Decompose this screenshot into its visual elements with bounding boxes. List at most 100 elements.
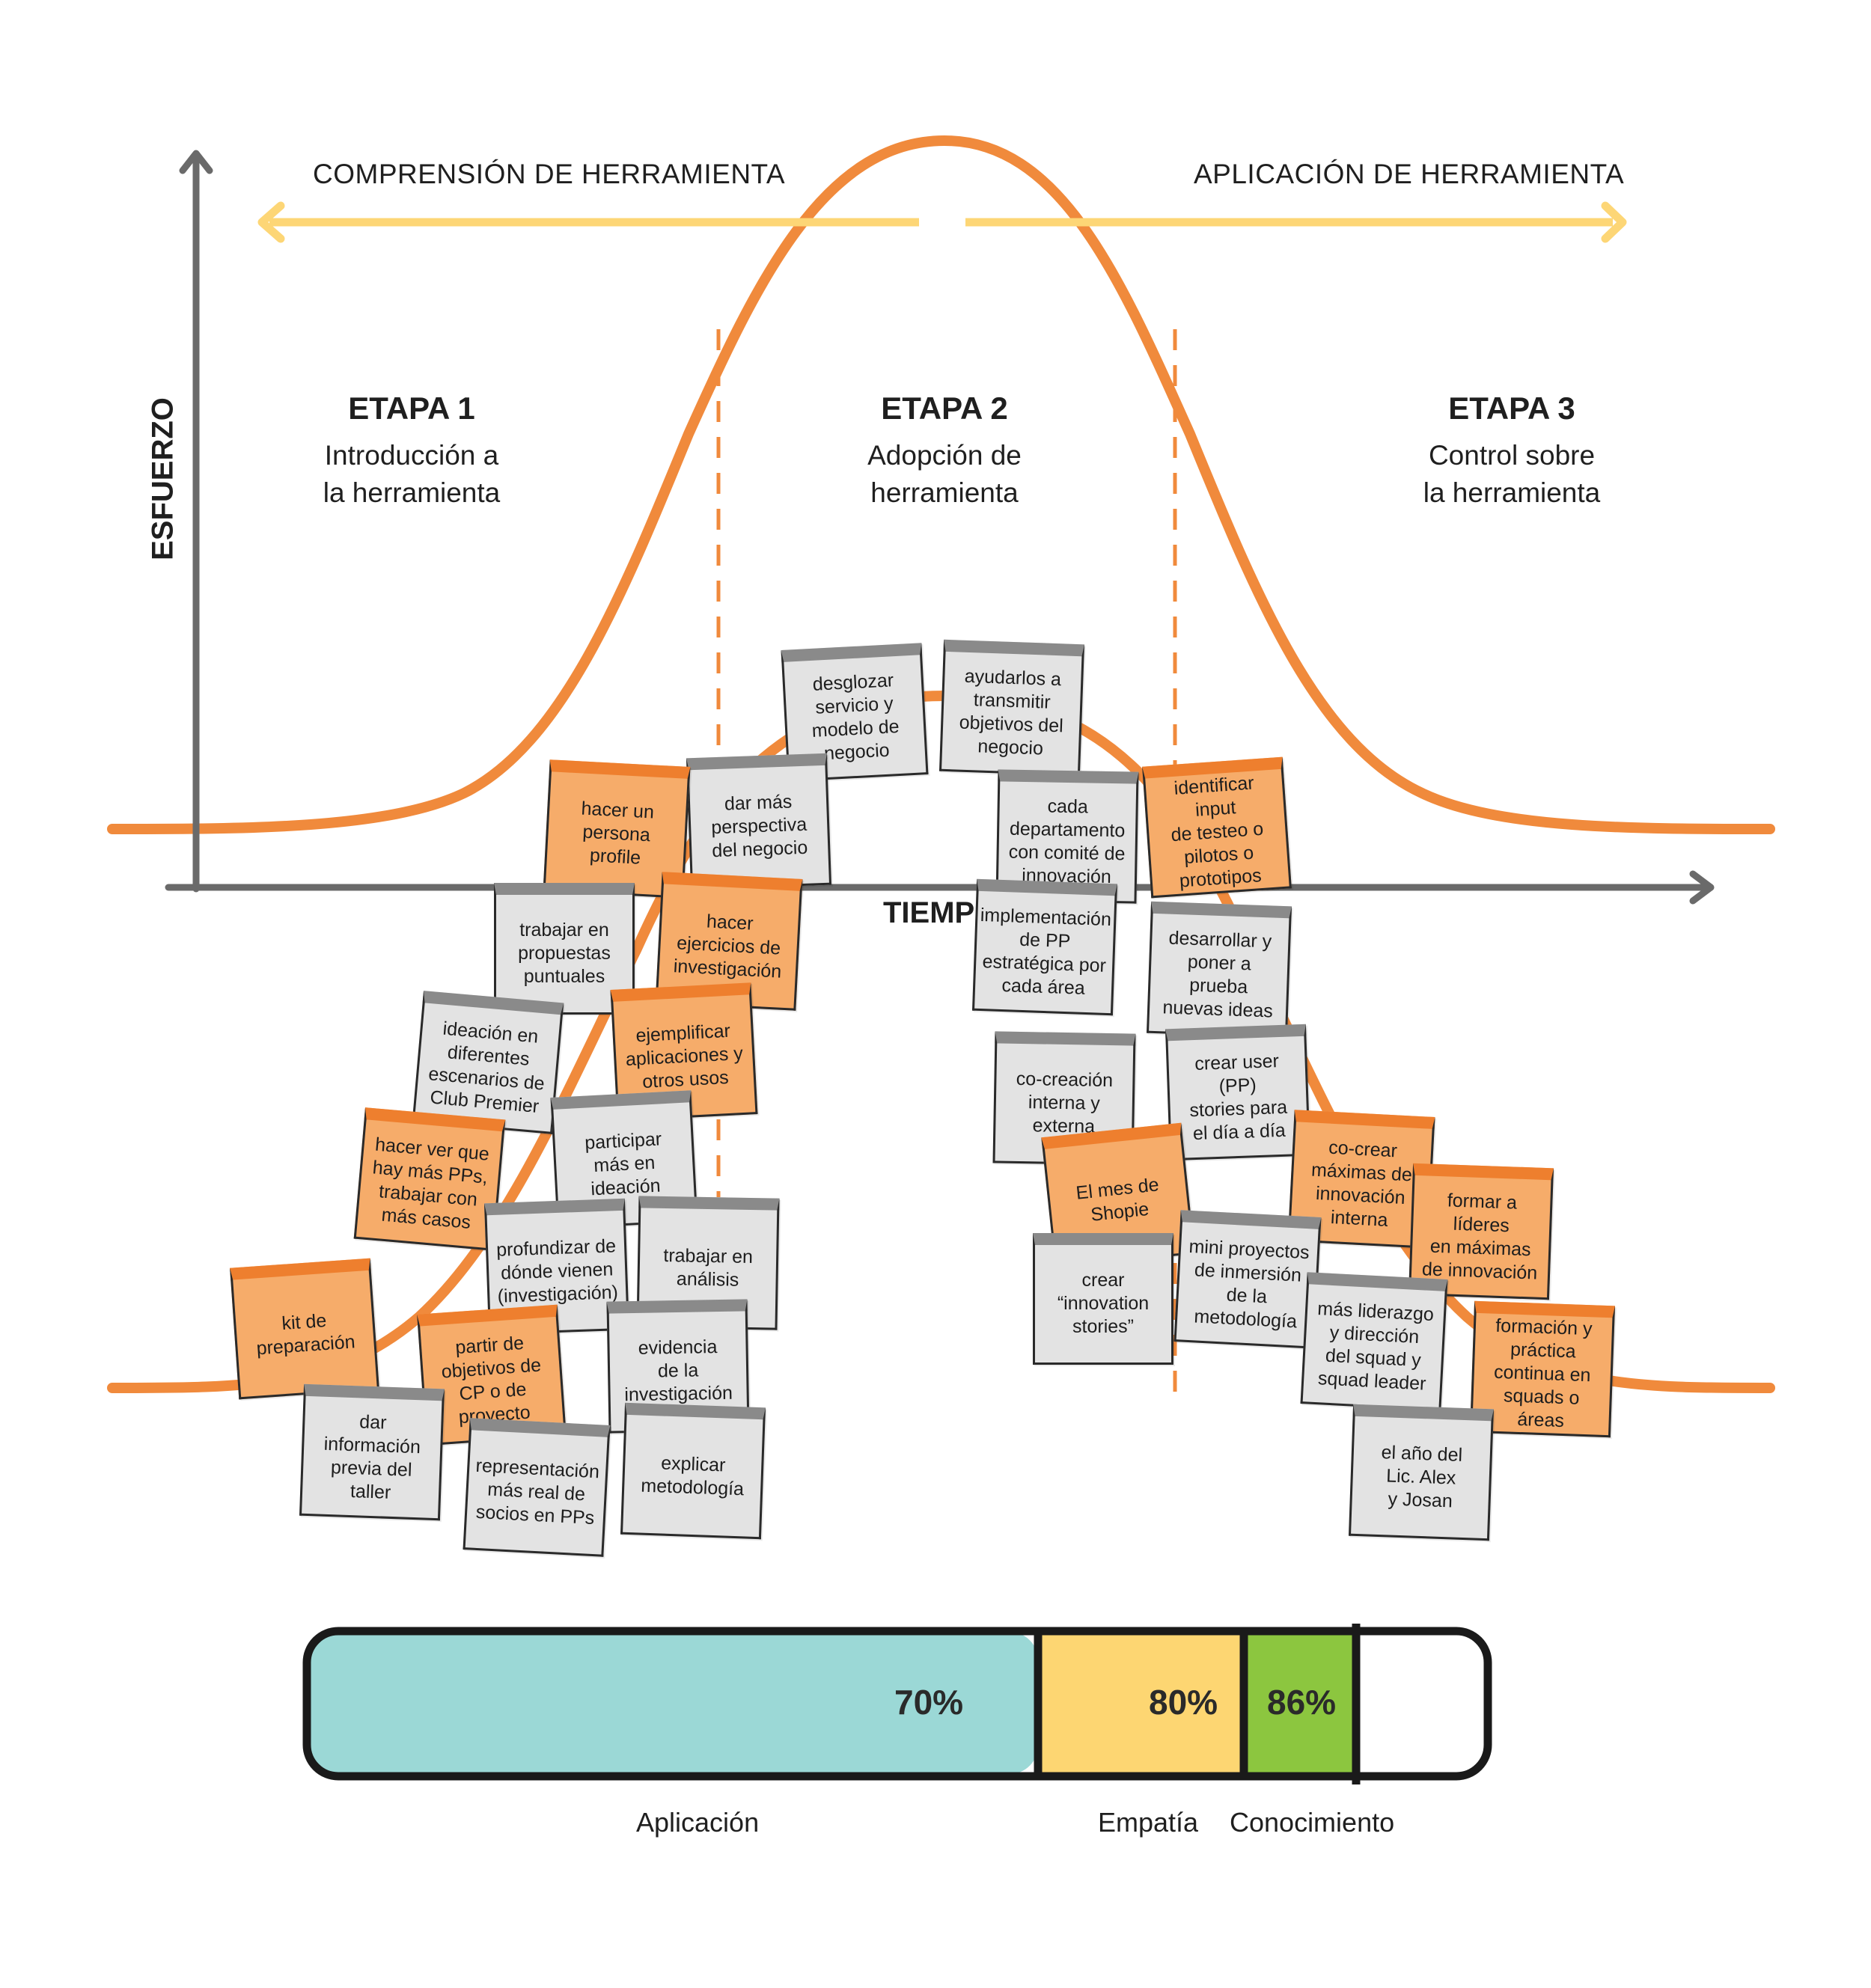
- y-axis-label: ESFUERZO: [146, 397, 180, 560]
- stage-2: ETAPA 2 Adopción de herramienta: [750, 391, 1139, 512]
- sticky-note-line: perspectiva: [710, 813, 808, 839]
- sticky-note-line: hacer un: [580, 798, 655, 823]
- sticky-note-line: trabajar en: [519, 920, 609, 941]
- stage-3: ETAPA 3 Control sobre la herramienta: [1317, 391, 1706, 512]
- aplicacion-percent: 70%: [894, 1683, 964, 1722]
- stage-1: ETAPA 1 Introducción a la herramienta: [217, 391, 606, 512]
- sticky-note-line: interna y: [1028, 1092, 1101, 1114]
- sticky-note-line: crear user (PP): [1194, 1050, 1280, 1097]
- sticky-note-line: poner a prueba: [1187, 951, 1252, 997]
- stage-2-description: Adopción de herramienta: [867, 440, 1022, 508]
- comprehension-phase-label: COMPRENSIÓN DE HERRAMIENTA: [313, 159, 786, 189]
- sticky-note-line: co-creación: [1016, 1068, 1114, 1092]
- sticky-note-line: propuestas: [518, 943, 611, 964]
- sticky-note-line: con comité de: [1008, 841, 1126, 864]
- sticky-note-line: identificar input: [1173, 772, 1255, 821]
- stage-1-description: Introducción a la herramienta: [323, 440, 501, 508]
- sticky-note-line: análisis: [676, 1267, 739, 1291]
- sticky-note-line: cada área: [1001, 974, 1086, 999]
- sticky-note-line: objetivos del: [959, 712, 1064, 736]
- sticky-note-line: información: [323, 1433, 421, 1458]
- sticky-note-line: Lic. Alex: [1385, 1465, 1456, 1489]
- progress-segment-empatia: [1038, 1632, 1244, 1774]
- application-arrow-head: [1601, 201, 1627, 243]
- sticky-note-line: evidencia: [638, 1336, 718, 1359]
- sticky-note-line: metodología: [640, 1475, 745, 1499]
- sticky-note-line: previa del taller: [330, 1456, 412, 1503]
- y-axis-arrowhead: [179, 150, 213, 174]
- sticky-note-line: en máximas: [1429, 1235, 1532, 1260]
- sticky-note-line: stories para: [1188, 1096, 1288, 1121]
- conocimiento-label: Conocimiento: [1230, 1807, 1395, 1838]
- sticky-note-line: desarrollar y: [1168, 927, 1272, 952]
- sticky-note-line: transmitir: [973, 688, 1052, 713]
- sticky-note-line: del negocio: [711, 837, 808, 862]
- sticky-note-line: crear: [1081, 1270, 1125, 1291]
- progress-segment-aplicacion: [308, 1632, 1038, 1774]
- sticky-note-line: profile: [589, 845, 641, 869]
- sticky-note-line: trabajar en: [663, 1244, 754, 1267]
- comprehension-arrow-head: [257, 201, 285, 243]
- stage-2-title: ETAPA 2: [881, 391, 1008, 426]
- sticky-note-line: departamento: [1009, 818, 1126, 841]
- stage-3-title: ETAPA 3: [1448, 391, 1575, 426]
- effort-curve-top: [107, 135, 1775, 834]
- sticky-note-line: implementación: [980, 904, 1112, 930]
- sticky-note-line: el día a día: [1192, 1119, 1286, 1144]
- sticky-note-line: investigación: [673, 955, 782, 982]
- sticky-note-line: formar a líderes: [1447, 1189, 1518, 1236]
- sticky-note-line: persona: [582, 821, 651, 846]
- sticky-note-line: estratégica por: [982, 950, 1107, 976]
- sticky-note-line: cada: [1047, 795, 1089, 817]
- progress-bar: [302, 1624, 1492, 1784]
- stage-3-description: Control sobre la herramienta: [1423, 440, 1601, 508]
- stage-1-title: ETAPA 1: [348, 391, 475, 426]
- progress-segment-conocimiento: [1244, 1632, 1356, 1774]
- sticky-note-line: explicar: [660, 1452, 726, 1476]
- sticky-note-line: ayudarlos a: [964, 665, 1062, 690]
- empatia-percent: 80%: [1149, 1683, 1218, 1722]
- sticky-note-line: de la: [657, 1360, 699, 1382]
- sticky-note-line: “innovation: [1057, 1293, 1150, 1314]
